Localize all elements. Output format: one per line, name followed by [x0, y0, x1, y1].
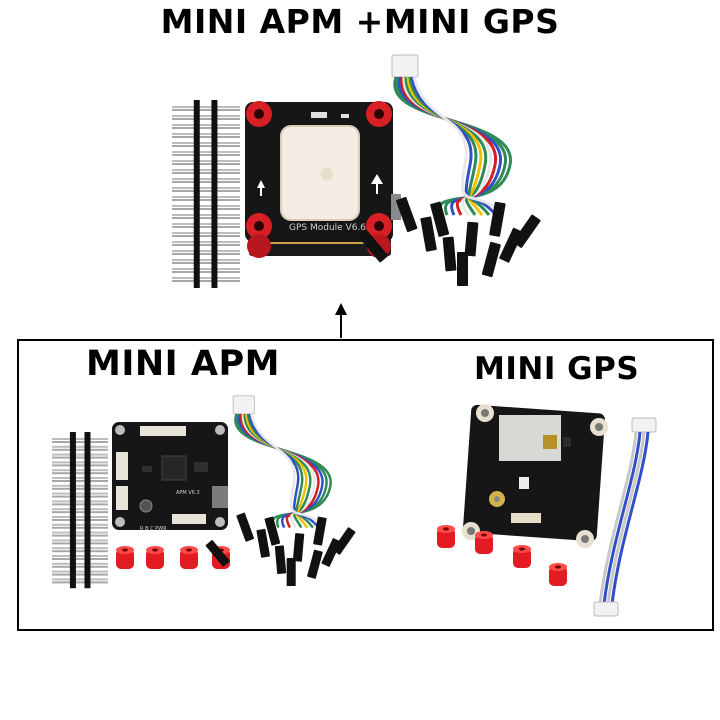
standoff-icon [437, 525, 567, 586]
gps-title: MINI GPS [474, 351, 640, 387]
gps-stack-icon: GPS Module V6.6 [245, 101, 401, 258]
comparison-box [17, 339, 714, 631]
page-title: MINI APM +MINI GPS [160, 2, 560, 41]
jumper-wires-icon [358, 54, 541, 286]
apm-board-icon: APM V6.3 R B C PWR [112, 422, 228, 532]
arrow-up-icon [335, 303, 347, 338]
apm-board-label: APM V6.3 [176, 490, 200, 496]
apm-rc-label: R B C PWR [140, 526, 167, 532]
apm-title: MINI APM [86, 344, 280, 384]
pin-header-icon [172, 100, 240, 288]
pin-header-icon [52, 432, 108, 589]
ribbon-cable-icon [593, 417, 657, 617]
gps-board-icon [462, 404, 608, 548]
gps-module-label: GPS Module V6.6 [289, 223, 366, 233]
jumper-wires-icon [205, 395, 356, 587]
